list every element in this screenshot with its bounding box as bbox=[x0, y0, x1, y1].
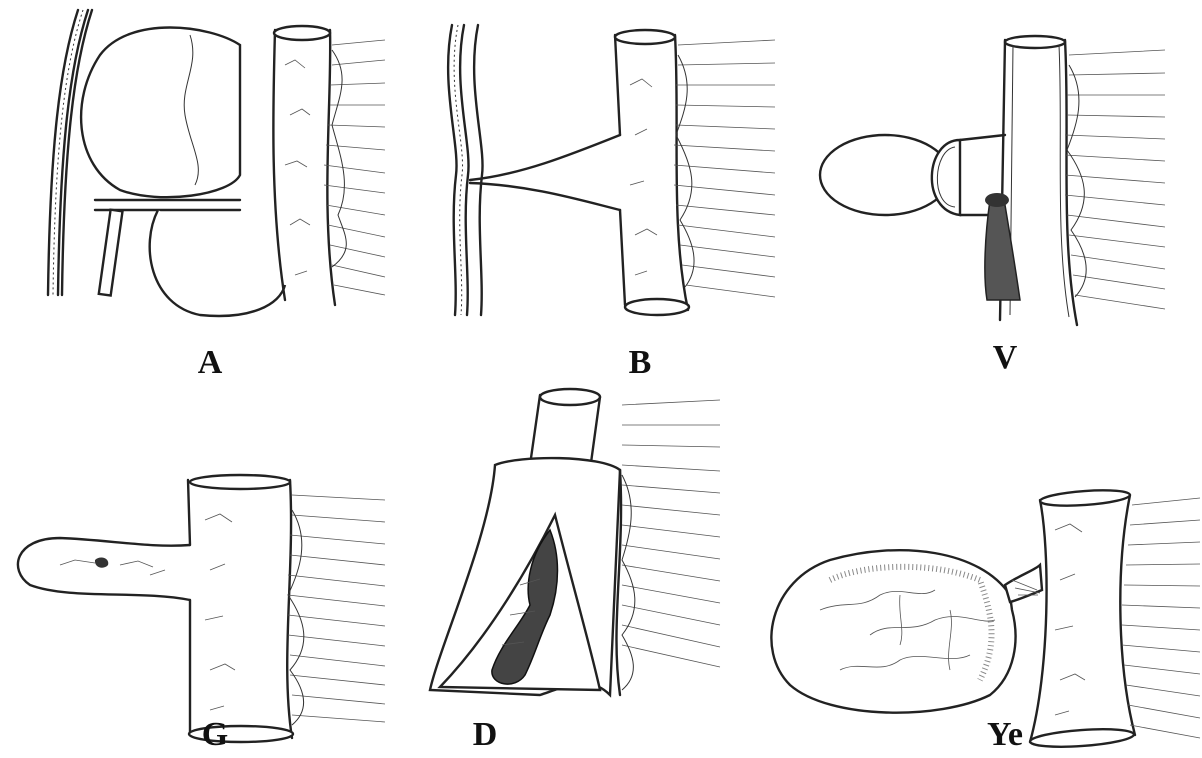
panel-d-drawing bbox=[410, 385, 740, 705]
panel-d-label: D bbox=[445, 715, 525, 755]
panel-g: G bbox=[0, 470, 400, 758]
panel-a-drawing bbox=[40, 5, 390, 335]
panel-v: V bbox=[815, 35, 1195, 365]
panel-g-label: G bbox=[175, 715, 255, 755]
panel-a: A bbox=[40, 5, 390, 335]
panel-v-drawing bbox=[815, 35, 1195, 365]
panel-ye-label: Ye bbox=[965, 715, 1045, 755]
panel-d: D bbox=[410, 385, 740, 758]
panel-b-label: B bbox=[600, 343, 680, 383]
panel-b: B bbox=[430, 25, 810, 345]
panel-v-label: V bbox=[965, 338, 1045, 378]
panel-b-drawing bbox=[430, 25, 810, 345]
panel-ye: Ye bbox=[750, 470, 1202, 758]
panel-a-label: A bbox=[170, 343, 250, 383]
